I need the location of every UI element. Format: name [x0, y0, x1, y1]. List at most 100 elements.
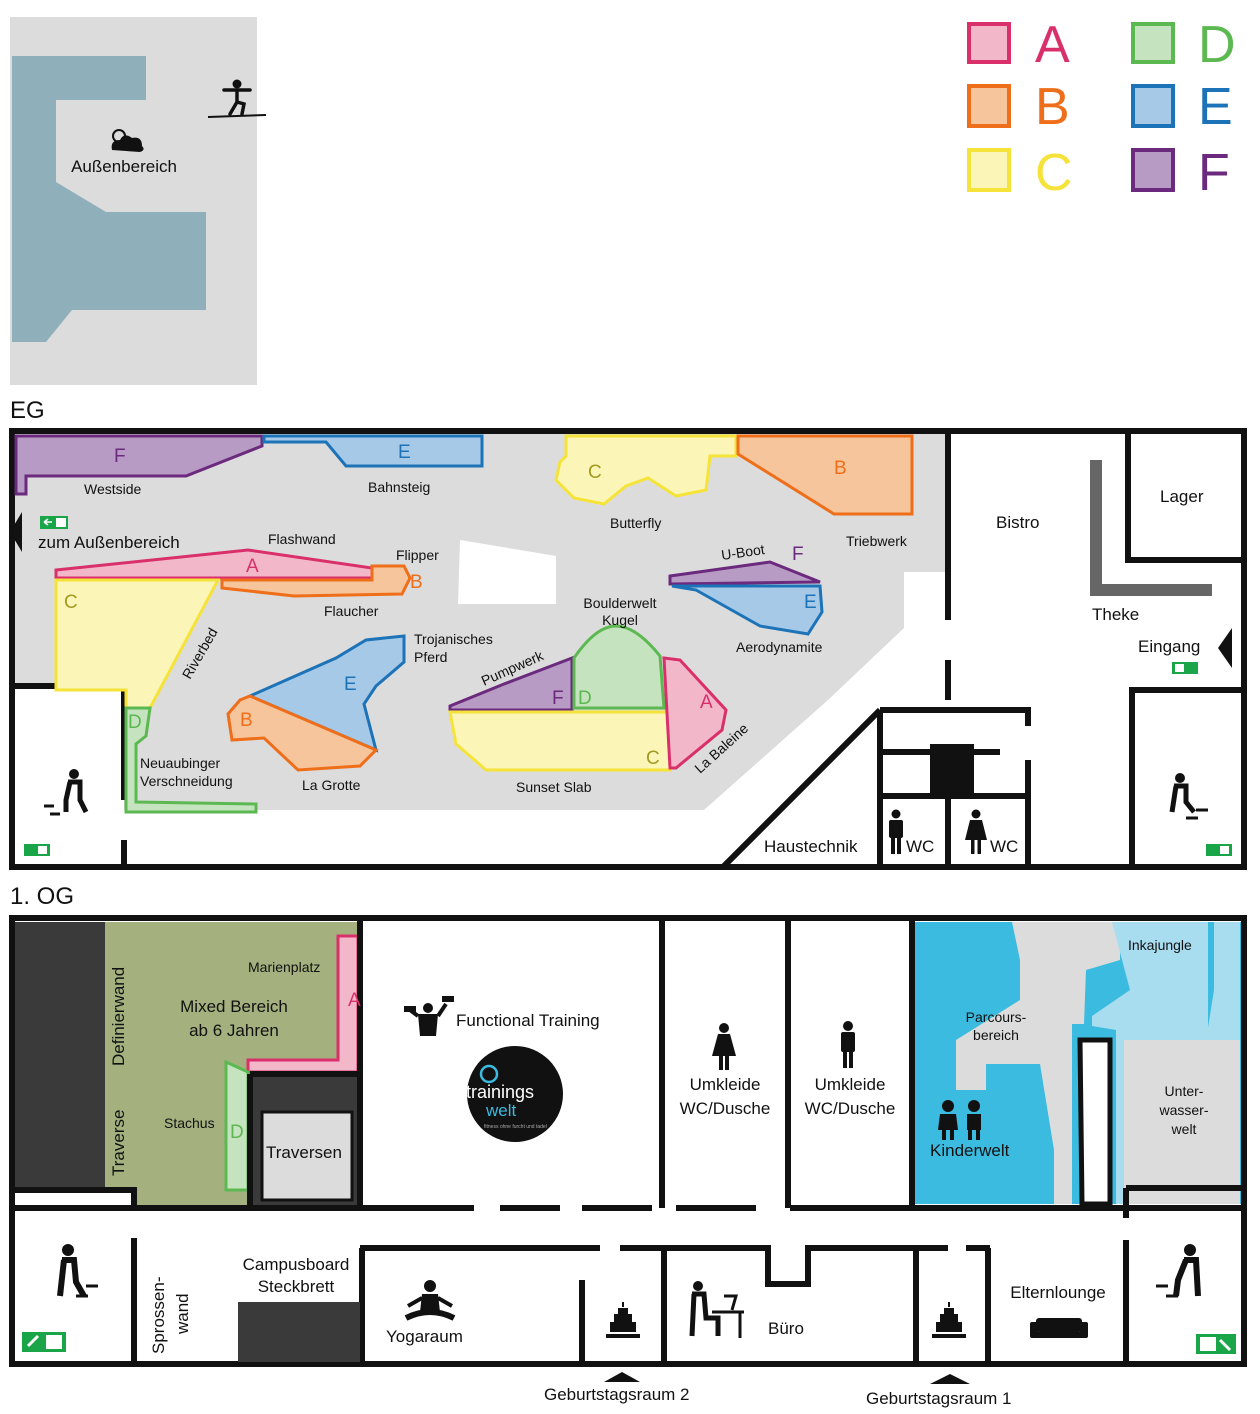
wall-bahnsteig[interactable] [262, 434, 484, 468]
room-eingang: Eingang [1138, 637, 1200, 656]
room-wc-women: WC [990, 837, 1018, 856]
room-wc-men: WC [906, 837, 934, 856]
wall-name: Butterfly [610, 515, 661, 531]
zone-letter: F [552, 688, 564, 709]
emergency-exit-icon [1206, 844, 1232, 856]
wall-sunset-slab[interactable] [448, 710, 672, 772]
exit-arrow-icon [10, 512, 22, 552]
wc-women-icon [712, 1023, 736, 1070]
birthday-cake-icon [606, 1302, 640, 1338]
sofa-icon [1030, 1318, 1088, 1338]
wall-westside[interactable] [14, 434, 264, 496]
zone-letter: A [246, 556, 259, 577]
room-umkleide-1-line2: WC/Dusche [680, 1099, 771, 1118]
arrow-up-icon [930, 1374, 970, 1384]
legend-letter-d: D [1198, 16, 1236, 74]
legend-item-e: E [1131, 78, 1233, 136]
legend-item-f: F [1131, 144, 1230, 202]
room-traversen: Traversen [266, 1143, 342, 1162]
wall-neuaubinger[interactable] [124, 706, 258, 814]
room-traverse: Traverse [109, 1110, 128, 1176]
room-unterwasser-line3: welt [1171, 1121, 1197, 1137]
legend-item-d: D [1131, 16, 1236, 74]
room-theke: Theke [1092, 605, 1139, 624]
room-mixed-line2: ab 6 Jahren [189, 1021, 279, 1040]
room-parcours-line1: Parcours- [966, 1009, 1027, 1025]
wall-name: Neuaubinger [140, 755, 221, 771]
wc-men-icon [889, 809, 903, 854]
wall-trojanisches-pferd[interactable] [246, 634, 406, 753]
wall-la-baleine[interactable] [662, 656, 728, 770]
wall-aerodynamite[interactable] [671, 584, 824, 636]
og-floor: Marienplatz A Mixed Bereich ab 6 Jahren … [9, 915, 1247, 1408]
birthday-cake-icon [932, 1302, 966, 1338]
outdoor-label: Außenbereich [71, 157, 177, 176]
exit-label: zum Außenbereich [38, 533, 180, 552]
emergency-exit-icon [22, 1332, 66, 1352]
slackline-icon [207, 79, 267, 118]
wall-name: Sunset Slab [516, 779, 592, 795]
wall-name: Westside [84, 481, 142, 497]
room-umkleide-2-line2: WC/Dusche [805, 1099, 896, 1118]
stairs-icon [57, 1244, 98, 1298]
wall-name: Aerodynamite [736, 639, 823, 655]
eg-floor: F E C B A B C D E B F D C A F E Westside… [9, 428, 1247, 870]
yoga-icon [404, 1280, 456, 1321]
outdoor-area: Außenbereich [10, 17, 267, 385]
floor-title-eg: EG [10, 397, 45, 424]
zone-letter: C [588, 462, 602, 483]
room-functional-training: Functional Training [456, 1011, 600, 1030]
wc-men-icon [841, 1021, 855, 1068]
room-haustechnik: Haustechnik [764, 837, 858, 856]
wall-u-boot[interactable] [668, 560, 821, 586]
wall-triebwerk[interactable] [736, 434, 914, 516]
zone-letter: E [804, 592, 817, 613]
zone-letter: C [64, 592, 78, 613]
wall-pumpwerk[interactable] [448, 655, 574, 712]
wall-name: Verschneidung [140, 773, 233, 789]
emergency-exit-icon [1196, 1334, 1236, 1354]
legend-item-b: B [967, 78, 1070, 136]
room-kinderwelt: Kinderwelt [930, 1141, 1010, 1160]
legend-letter-b: B [1035, 78, 1070, 136]
trainingswelt-logo: trainings welt fitness ohne furcht und t… [466, 1046, 563, 1142]
room-elternlounge: Elternlounge [1010, 1283, 1105, 1302]
room-definierwand: Definierwand [109, 967, 128, 1066]
zone-letter: D [578, 688, 592, 709]
wall-name: La Grotte [302, 777, 361, 793]
logo-text: trainings [466, 1082, 534, 1102]
legend-item-a: A [967, 16, 1070, 74]
wall-name: Pferd [414, 649, 447, 665]
stairs-icon [1156, 1244, 1201, 1298]
zone-letter: E [398, 442, 411, 463]
floor-title-og: 1. OG [10, 883, 74, 910]
wall-flipper[interactable] [220, 564, 412, 598]
emergency-exit-icon [40, 516, 68, 529]
room-campusboard-line2: Steckbrett [258, 1277, 335, 1296]
wall-name: U-Boot [720, 541, 765, 563]
wall-name: Kugel [602, 612, 638, 628]
room-geburtstagsraum-2: Geburtstagsraum 2 [544, 1385, 690, 1404]
wall-butterfly[interactable] [554, 434, 738, 506]
legend-letter-f: F [1198, 144, 1230, 202]
wall-name: Flaucher [324, 603, 379, 619]
wc-women-icon [965, 809, 987, 854]
stairs-icon [1169, 773, 1208, 820]
legend: A B C D E F [967, 16, 1236, 202]
zone-letter: D [230, 1122, 244, 1143]
room-umkleide-2-line1: Umkleide [815, 1075, 886, 1094]
room-lager: Lager [1160, 487, 1204, 506]
entrance-arrow-icon [1218, 628, 1232, 668]
zone-letter: A [700, 692, 713, 713]
children-icon [938, 1100, 981, 1140]
zone-letter: C [646, 748, 660, 769]
emergency-exit-icon [24, 844, 50, 856]
room-bistro: Bistro [996, 513, 1039, 532]
wall-name: Flipper [396, 547, 439, 563]
logo-text: welt [485, 1101, 517, 1120]
zone-letter: B [240, 710, 253, 731]
wall-boulderwelt-kugel[interactable] [572, 624, 666, 710]
wall-la-grotte[interactable] [226, 694, 379, 772]
wall-name: Bahnsteig [368, 479, 430, 495]
